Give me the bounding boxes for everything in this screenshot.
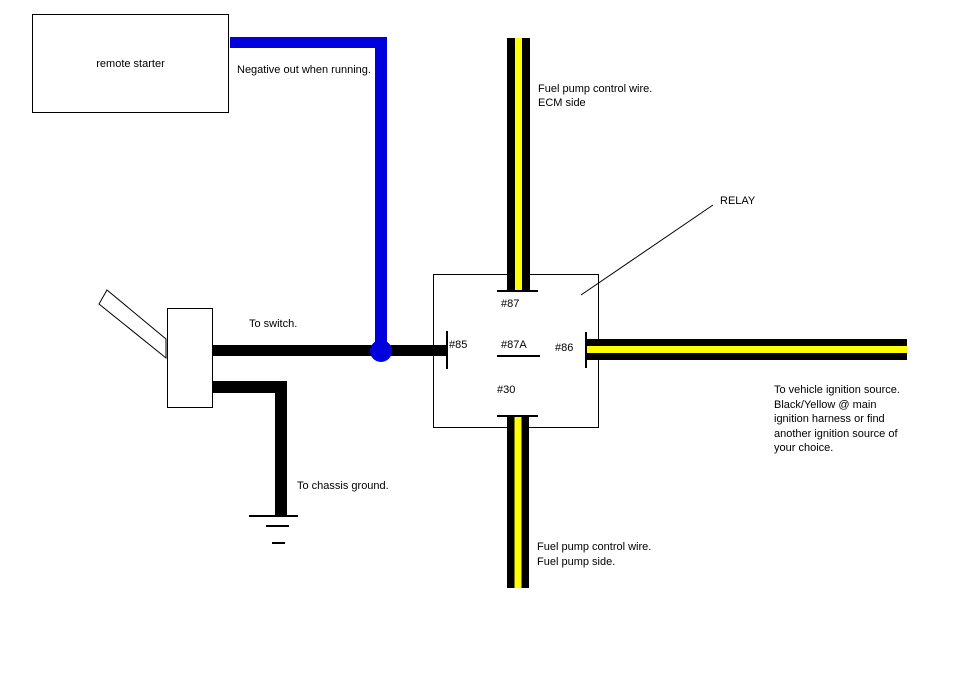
ground-symbol-line-2 <box>266 525 289 527</box>
blue-wire-vertical <box>375 37 387 349</box>
ignition-note-line4: another ignition source of <box>774 427 898 440</box>
ignition-note-line3: ignition harness or find <box>774 413 885 425</box>
pin-30-terminal-line <box>497 415 538 417</box>
switch-lever <box>98 289 167 360</box>
pin-87a-terminal-line <box>497 355 540 357</box>
pin-30-label: #30 <box>497 384 516 396</box>
fuel-pump-wire-pump-side <box>507 417 529 588</box>
ecm-wire-label: Fuel pump control wire. ECM side <box>538 82 652 110</box>
ground-symbol-line-1 <box>249 515 298 517</box>
black-wire-ground-vertical <box>275 381 287 516</box>
ignition-note-line5: your choice. <box>774 442 834 454</box>
to-chassis-ground-label: To chassis ground. <box>297 480 389 492</box>
pin-85-label: #85 <box>449 339 468 351</box>
ground-symbol-line-3 <box>272 542 285 544</box>
black-wire-switch-to-relay <box>213 345 446 356</box>
wire-junction-dot <box>370 340 392 362</box>
ignition-source-wire <box>586 339 907 360</box>
pin-87-terminal-line <box>497 290 538 292</box>
ignition-note-line1: To vehicle ignition source. <box>774 384 900 396</box>
fuel-pump-wire-ecm-side <box>507 38 530 292</box>
black-wire-ground-horizontal <box>213 381 287 393</box>
fuel-pump-side-line1: Fuel pump control wire. <box>537 541 652 553</box>
remote-starter-box: remote starter <box>32 14 229 113</box>
pin-85-terminal-line <box>446 331 448 369</box>
fuel-pump-side-line2: Fuel pump side. <box>537 556 616 568</box>
pin-87-label: #87 <box>501 298 520 310</box>
blue-wire-horizontal <box>230 37 387 48</box>
fuel-pump-side-label: Fuel pump control wire. Fuel pump side. <box>537 540 651 570</box>
pin-86-label: #86 <box>555 342 574 354</box>
pin-86-terminal-line <box>585 332 587 368</box>
relay-pointer-line <box>580 204 714 296</box>
ignition-source-note: To vehicle ignition source. Black/Yellow… <box>774 383 900 456</box>
remote-starter-label: remote starter <box>96 57 165 70</box>
ecm-wire-label-line1: Fuel pump control wire. <box>538 83 653 95</box>
ignition-note-line2: Black/Yellow @ main <box>774 398 877 411</box>
negative-out-label: Negative out when running. <box>237 64 371 76</box>
to-switch-label: To switch. <box>249 318 298 330</box>
pin-87a-label: #87A <box>501 339 527 351</box>
ecm-wire-label-line2: ECM side <box>538 97 586 109</box>
relay-label: RELAY <box>720 195 756 207</box>
switch-body <box>167 308 213 408</box>
